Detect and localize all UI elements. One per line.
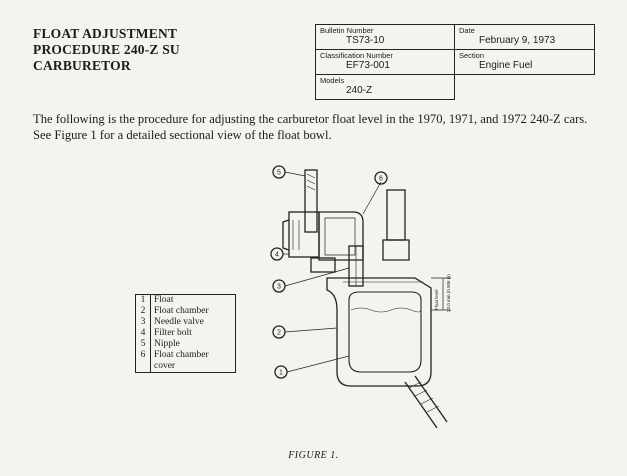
classification-cell: Classification Number EF73-001 — [315, 49, 455, 75]
legend-label: Nipple — [154, 339, 180, 349]
filter-bolt-shape — [288, 211, 320, 258]
classification-value: EF73-001 — [346, 60, 390, 71]
float-shape — [348, 291, 422, 373]
legend-row: 6 Float chamber cover — [135, 350, 236, 373]
legend-row: 5 Nipple — [135, 339, 236, 350]
bulletin-number-value: TS73-10 — [346, 35, 385, 46]
legend-row: 3 Needle valve — [135, 317, 236, 328]
legend-label: Float chamber cover — [154, 350, 209, 371]
parts-legend: 1 Float 2 Float chamber 3 Needle valve 4… — [135, 294, 236, 373]
bulletin-info-table: Bulletin Number TS73-10 Date February 9,… — [315, 24, 595, 100]
section-cell: Section Engine Fuel — [454, 49, 595, 75]
title-line: CARBURETOR — [33, 58, 131, 73]
legend-label: Needle valve — [154, 317, 204, 327]
section-value: Engine Fuel — [479, 60, 533, 71]
legend-row: 1 Float — [135, 294, 236, 306]
bulletin-number-cell: Bulletin Number TS73-10 — [315, 24, 455, 50]
date-cell: Date February 9, 1973 — [454, 24, 595, 50]
legend-label: Float — [154, 295, 174, 305]
legend-num: 1 — [135, 294, 151, 306]
nipple-shape — [304, 169, 318, 233]
legend-num: 3 — [135, 317, 151, 328]
callout-4: 4 — [275, 252, 279, 259]
bulletin-title: FLOAT ADJUSTMENT PROCEDURE 240-Z SU CARB… — [33, 26, 223, 74]
models-cell: Models 240-Z — [315, 74, 455, 100]
callout-5: 5 — [277, 170, 281, 177]
callout-6: 6 — [379, 176, 383, 183]
figure-caption: FIGURE 1. — [288, 450, 339, 461]
chamber-cover-shape — [318, 211, 364, 261]
legend-num: 6 — [135, 350, 151, 373]
empty-cell — [455, 75, 595, 100]
models-value: 240-Z — [346, 85, 373, 96]
callout-2: 2 — [277, 330, 281, 337]
legend-num: 4 — [135, 328, 151, 339]
title-line: PROCEDURE 240-Z SU — [33, 42, 180, 57]
legend-num: 2 — [135, 306, 151, 317]
legend-num: 5 — [135, 339, 151, 350]
callout-3: 3 — [277, 284, 281, 291]
date-value: February 9, 1973 — [479, 35, 556, 46]
date-label: Date — [459, 26, 475, 35]
float-chamber-shape — [326, 277, 432, 387]
legend-row: 4 Filter bolt — [135, 328, 236, 339]
legend-row: 2 Float chamber — [135, 306, 236, 317]
callout-1: 1 — [279, 370, 283, 377]
float-level-value: 23.0 mm (0.906 in) — [446, 274, 451, 312]
float-bowl-sectional-diagram: 5 6 4 3 2 1 Float level 23.0 mm (0.906 i… — [270, 165, 451, 429]
legend-label: Filter bolt — [154, 328, 192, 338]
bulletin-number-label: Bulletin Number — [320, 26, 374, 35]
models-label: Models — [320, 76, 345, 85]
intro-paragraph: The following is the procedure for adjus… — [33, 112, 588, 142]
title-line: FLOAT ADJUSTMENT — [33, 26, 178, 41]
legend-label: Float chamber — [154, 306, 209, 316]
classification-label: Classification Number — [320, 51, 393, 60]
section-label: Section — [459, 51, 485, 60]
float-level-label: Float level — [434, 289, 439, 310]
